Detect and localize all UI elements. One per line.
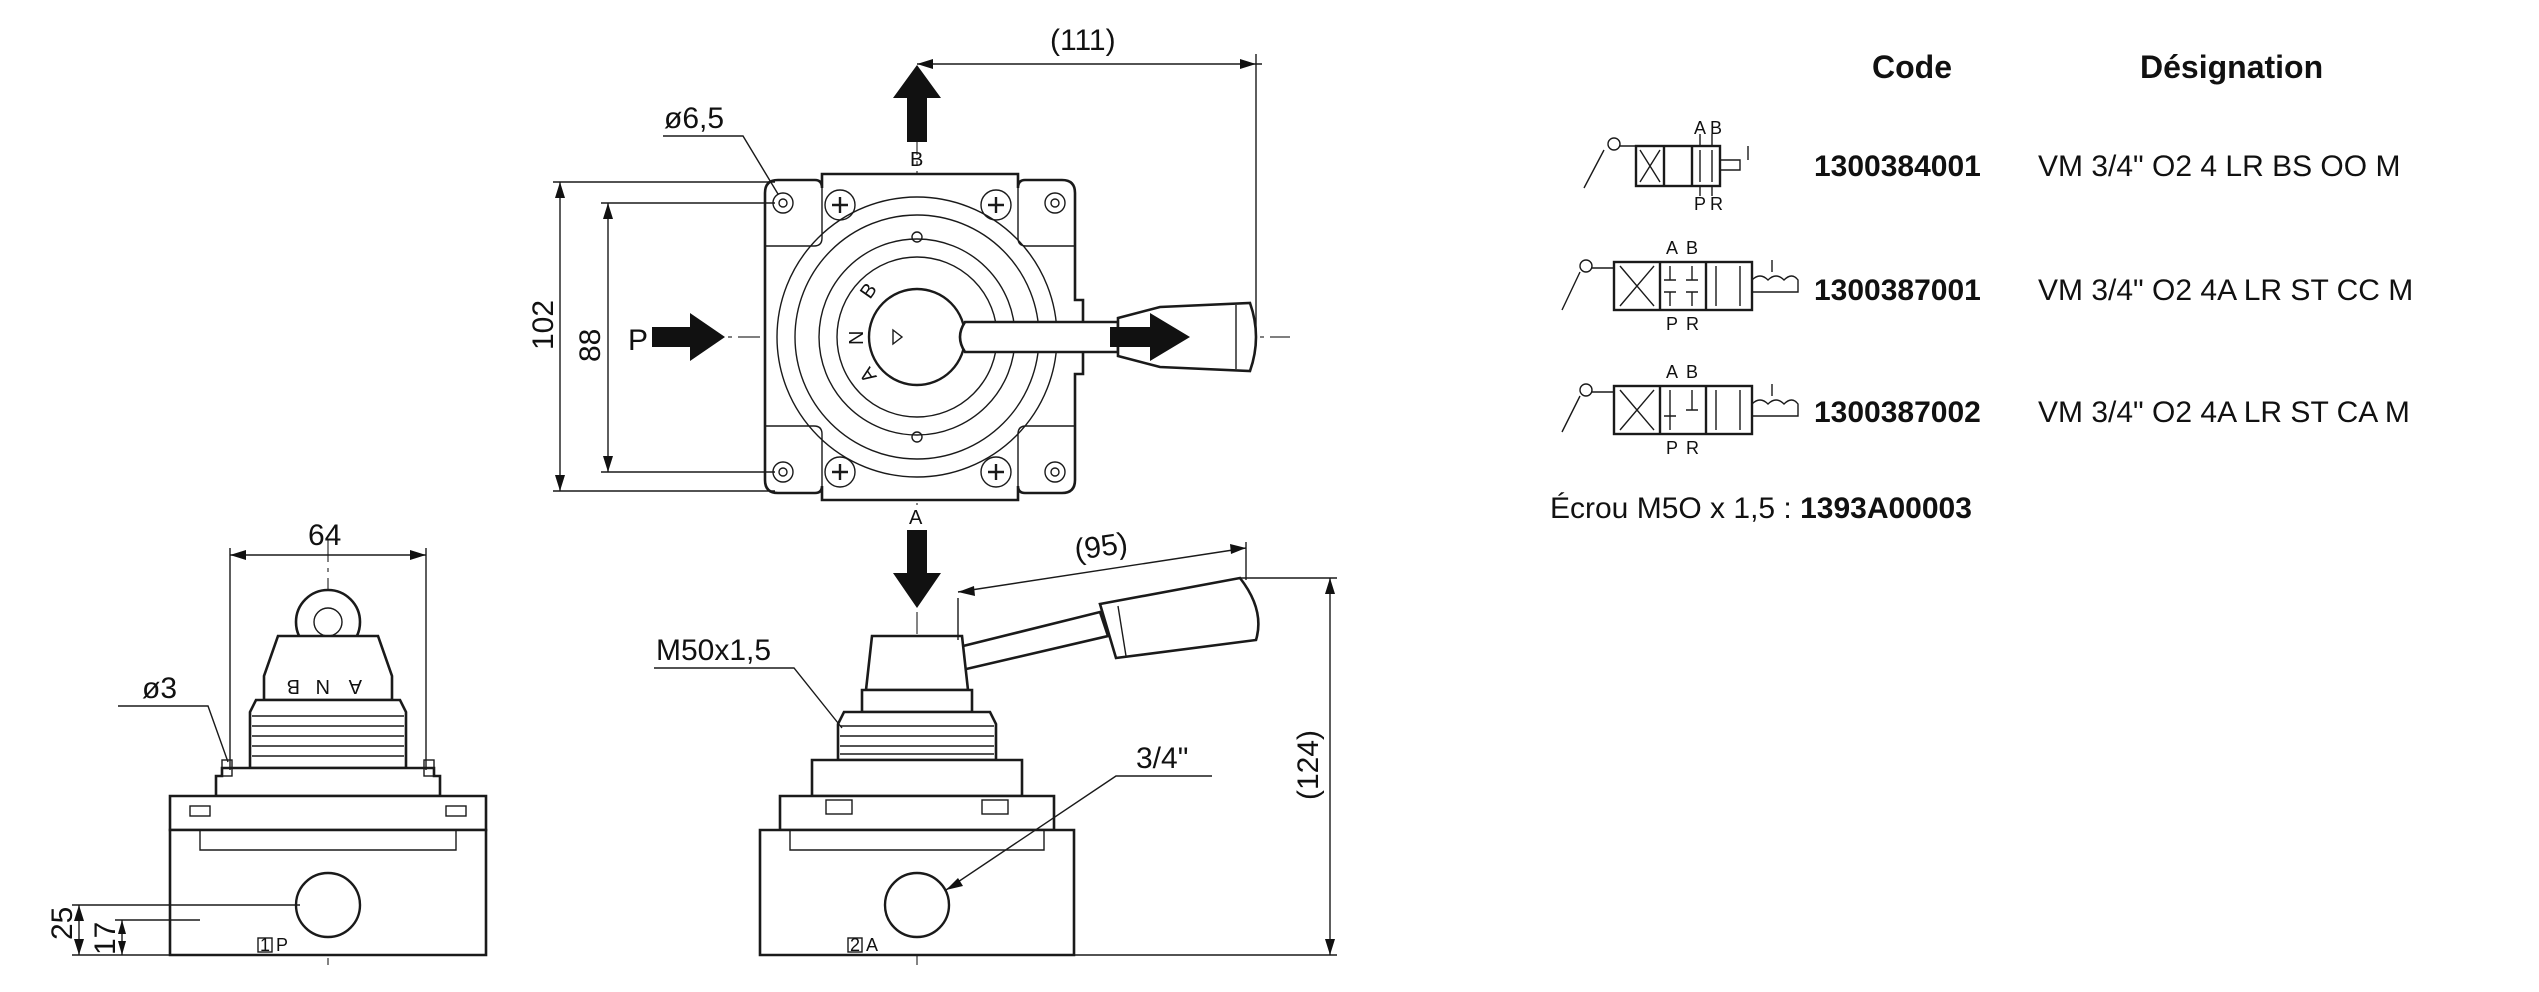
screw-icon [824,189,1012,488]
dim-124-label: (124) [1292,730,1325,800]
top-view: B N A P B A (111) ø6,5 [527,24,1290,608]
symbol-label-r: R [1710,194,1723,214]
dim-88-label: 88 [574,329,607,362]
top-body [763,172,1085,502]
dim-25-label: 25 [46,907,79,940]
symbol-label-p: P [1666,314,1678,334]
valve-symbol-1: A B P R [1583,118,1749,214]
header-code: Code [1872,49,1952,85]
header-designation: Désignation [2140,49,2323,85]
port-a-arrow [893,530,941,608]
thread-lines [252,715,404,757]
port-1-number: 1 [260,935,270,955]
port-b-arrow [893,65,941,142]
ring-n-label: N [316,675,330,697]
side-view: 2 A (95) M50x1,5 3/4" (124) [654,527,1337,965]
dim-95-label: (95) [1072,527,1129,567]
dim-102-label: 102 [527,300,560,350]
dim-hole-label: ø6,5 [664,102,724,135]
port-b-label: B [910,149,923,171]
port-p-label: P [628,324,648,357]
nut-note: Écrou M5O x 1,5 : 1393A00003 [1550,492,1972,525]
symbol-label-a: A [1694,118,1706,138]
nut-label: Écrou M5O x 1,5 : [1550,492,1800,525]
dim-111-label: (111) [1050,24,1116,57]
dim-17-label: 17 [89,922,122,955]
designation-cell: VM 3/4" O2 4 LR BS OO M [2038,150,2400,183]
thread-lines-side [840,725,994,755]
ring-a-label: A [348,675,362,697]
symbol-label-b: B [1686,362,1698,382]
valve-symbol-2: A B P R [1561,238,1799,334]
dim-64-label: 64 [308,519,341,552]
lever-arrow [1110,313,1190,361]
code-cell: 1300387002 [1814,396,1981,429]
ring-b-label: B [287,675,300,697]
mounting-hole [772,192,1066,483]
port-p-arrow [652,313,725,361]
front-view: B N A 1 P 64 ø3 [46,519,488,965]
symbol-label-b: B [1686,238,1698,258]
valve-symbol-3: A B P R [1561,362,1799,458]
position-n-label: N [846,331,868,345]
product-table: Code Désignation A B P R 1300384001 VM 3… [1550,49,2413,525]
port-1-letter: P [276,935,288,955]
dim-port-label: 3/4" [1136,742,1188,775]
symbol-label-b: B [1710,118,1722,138]
symbol-label-r: R [1686,314,1699,334]
symbol-label-a: A [1666,362,1678,382]
symbol-label-a: A [1666,238,1678,258]
port-2-letter: A [866,935,878,955]
dim-hole-small-label: ø3 [142,672,177,705]
symbol-label-p: P [1666,438,1678,458]
code-cell: 1300387001 [1814,274,1981,307]
designation-cell: VM 3/4" O2 4A LR ST CC M [2038,274,2413,307]
code-cell: 1300384001 [1814,150,1981,183]
symbol-label-p: P [1694,194,1706,214]
port-a-label: A [909,507,923,529]
nut-code: 1393A00003 [1800,492,1972,525]
designation-cell: VM 3/4" O2 4A LR ST CA M [2038,396,2410,429]
port-2-number: 2 [850,935,860,955]
symbol-label-r: R [1686,438,1699,458]
dim-thread-label: M50x1,5 [656,634,771,667]
